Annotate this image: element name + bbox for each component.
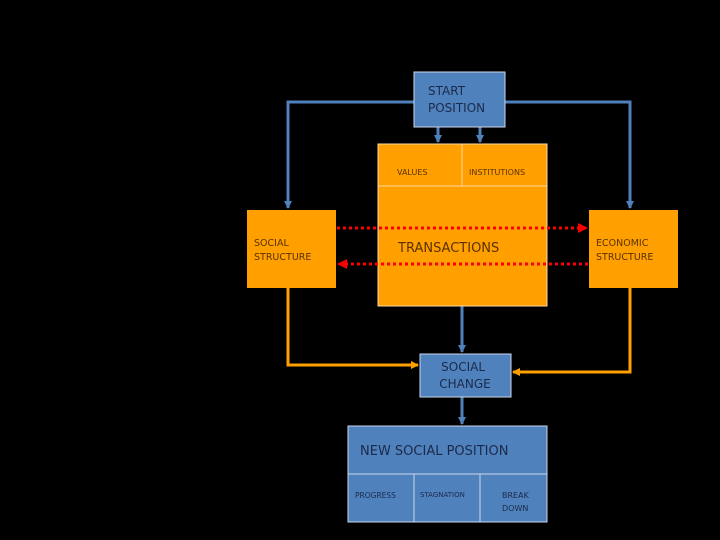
arrow-economic-structure-to-change xyxy=(512,288,632,376)
breakdown-label: BREAK DOWN xyxy=(502,491,531,513)
arrow-start-to-social-structure xyxy=(284,100,414,209)
start-position-box xyxy=(413,71,506,128)
institutions-label: INSTITUTIONS xyxy=(469,168,525,177)
social-structure-box xyxy=(247,210,336,288)
stagnation-label: STAGNATION xyxy=(420,491,465,499)
economic-structure-box xyxy=(589,210,678,288)
new-social-position-label: NEW SOCIAL POSITION xyxy=(360,444,508,459)
start-position-label: START POSITION xyxy=(428,84,485,115)
arrow-social-structure-to-change xyxy=(286,288,419,369)
arrow-start-to-economic-structure xyxy=(505,100,634,209)
social-change-label: SOCIAL CHANGE xyxy=(439,360,490,391)
economic-structure-label: ECONOMIC STRUCTURE xyxy=(596,238,653,263)
social-change-box xyxy=(419,353,512,398)
transactions-label: TRANSACTIONS xyxy=(397,241,499,256)
values-label: VALUES xyxy=(397,168,427,177)
social-structure-label: SOCIAL STRUCTURE xyxy=(254,238,311,263)
progress-label: PROGRESS xyxy=(355,491,396,500)
